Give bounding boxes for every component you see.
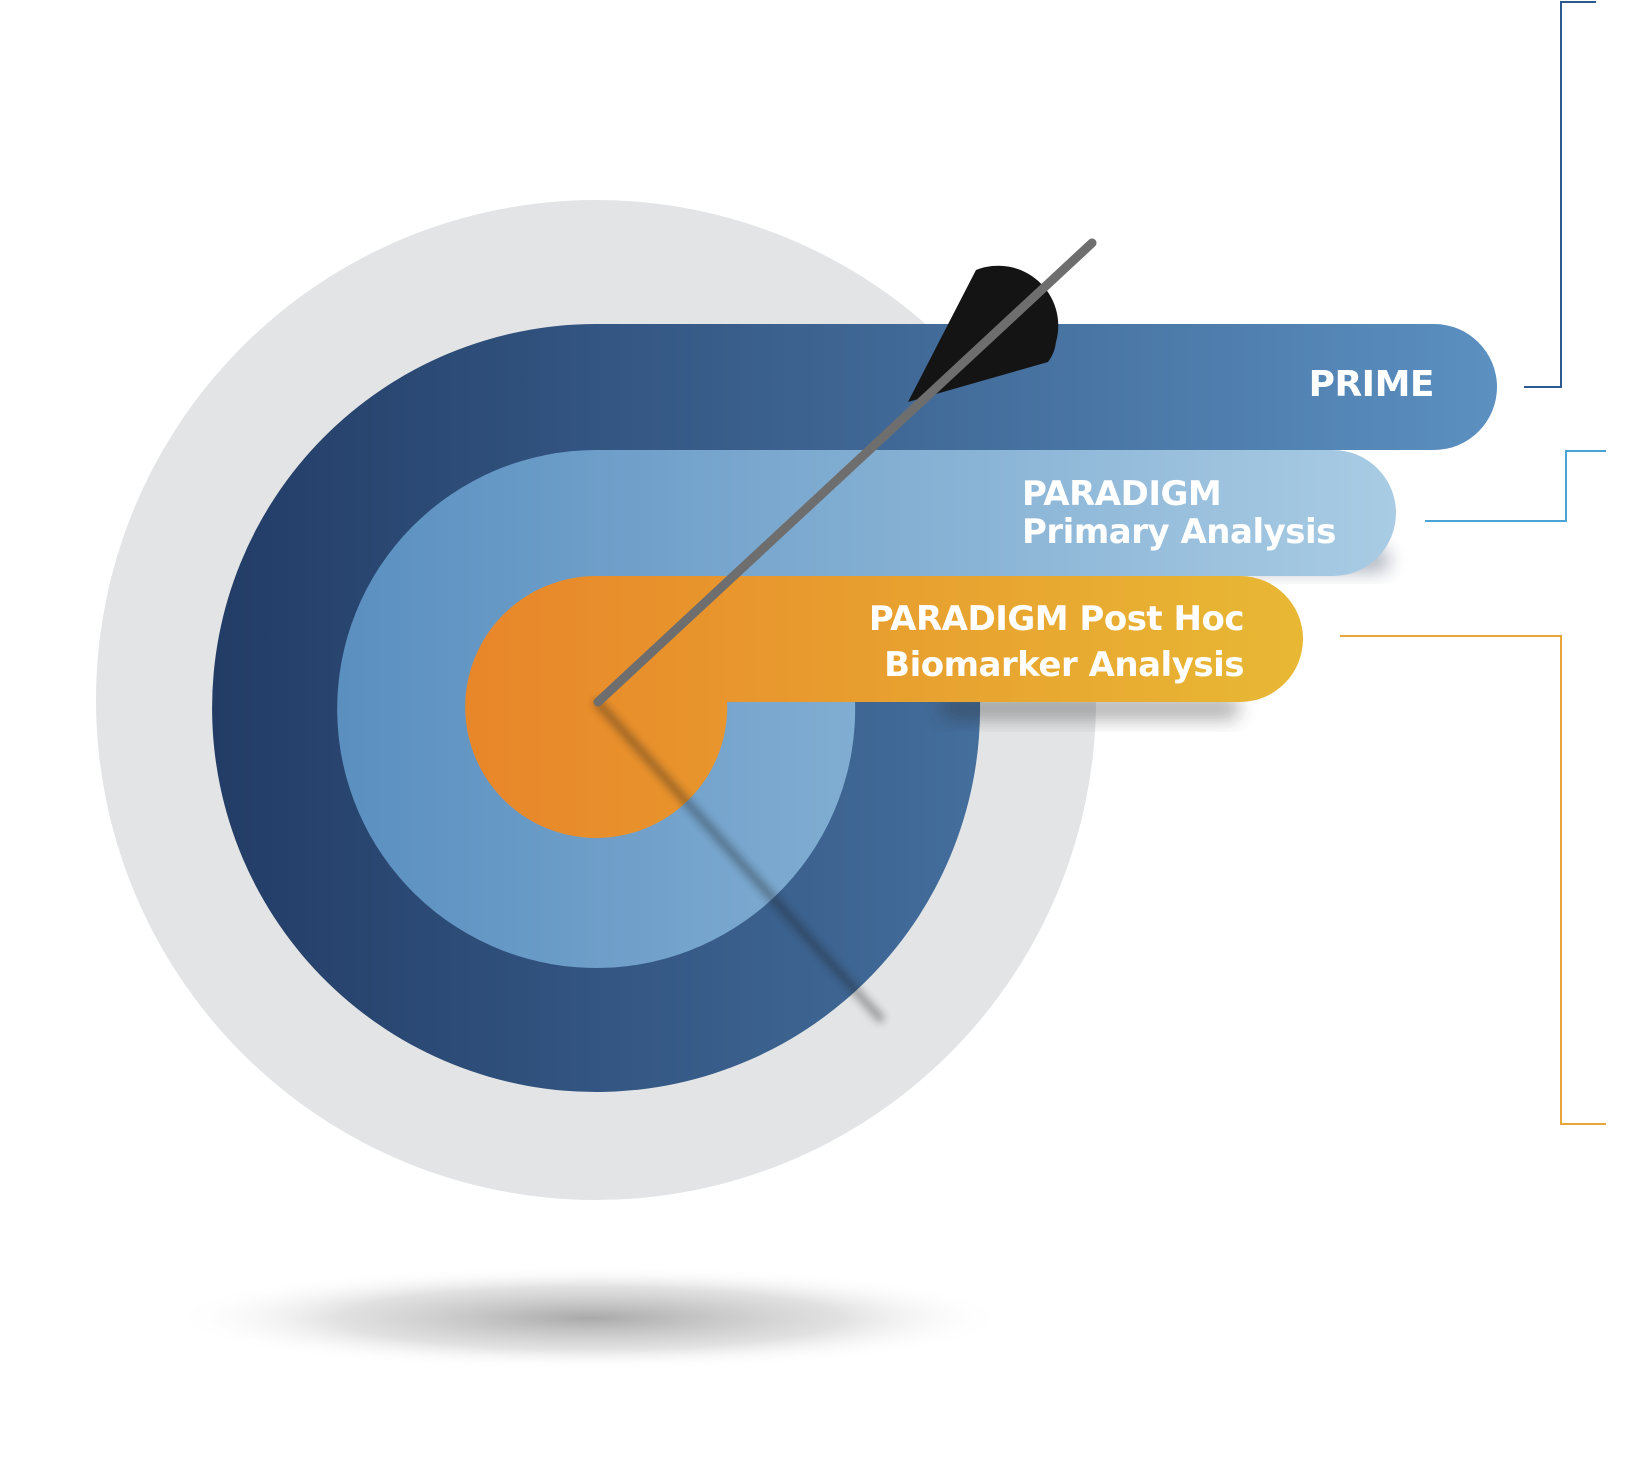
connector-paradigm-posthoc [1340,635,1606,1125]
floor-shadow [170,1266,1010,1370]
label-paradigm-primary-1: PARADIGM [1022,474,1221,514]
label-prime: PRIME [1309,364,1434,405]
connector-paradigm-primary [1425,450,1606,522]
connector-prime [1524,1,1596,388]
label-paradigm-posthoc-1: PARADIGM Post Hoc [869,599,1244,639]
arrow-shaft [593,238,1097,707]
label-paradigm-primary-2: Primary Analysis [1022,512,1336,552]
arrow-shadow [593,698,885,1023]
ring-orange [465,576,1303,838]
arrow-fletching [908,265,1059,402]
label-paradigm-posthoc-2: Biomarker Analysis [884,645,1244,685]
